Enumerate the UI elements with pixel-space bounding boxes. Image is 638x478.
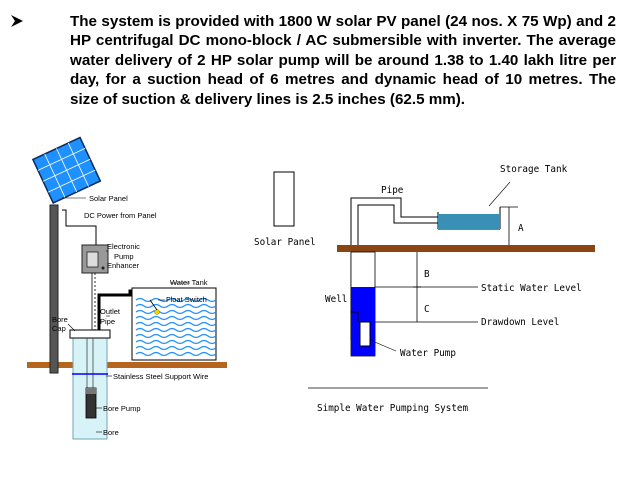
label-dc-power: DC Power from Panel bbox=[84, 211, 157, 220]
bore-cap bbox=[69, 329, 111, 339]
label-a: A bbox=[518, 223, 524, 234]
left-diagram: Solar Panel DC Power from Panel Electron… bbox=[27, 136, 227, 440]
label-well: Well bbox=[325, 294, 347, 305]
label-outlet-2: Pipe bbox=[100, 317, 115, 326]
label-b: B bbox=[424, 269, 430, 280]
label-bore-cap-2: Cap bbox=[52, 324, 66, 333]
description-paragraph: The system is provided with 1800 W solar… bbox=[70, 13, 616, 108]
label-float-switch: Float Switch bbox=[166, 295, 207, 304]
label-enhancer-1: Electronic bbox=[107, 242, 140, 251]
panel-pole bbox=[49, 204, 59, 374]
water-tank bbox=[131, 287, 217, 361]
diagram-caption: Simple Water Pumping System bbox=[317, 403, 469, 414]
label-drawdown-level: Drawdown Level bbox=[481, 317, 559, 328]
label-pipe: Pipe bbox=[381, 185, 404, 196]
solar-panel-box bbox=[273, 171, 295, 227]
arrowhead-bullet-icon bbox=[11, 15, 23, 27]
label-water-pump: Water Pump bbox=[400, 348, 456, 359]
right-diagram: Storage Tank Pipe Solar Panel A B C Well… bbox=[254, 164, 595, 414]
dc-cable bbox=[62, 209, 97, 250]
label-storage-tank: Storage Tank bbox=[500, 164, 568, 175]
label-outlet-1: Outlet bbox=[100, 307, 121, 316]
label-enhancer-3: Enhancer bbox=[107, 261, 140, 270]
water-pump-icon bbox=[359, 321, 371, 347]
label-static-water-level: Static Water Level bbox=[481, 283, 582, 294]
ground-bar bbox=[337, 245, 595, 252]
storage-tank bbox=[437, 207, 501, 230]
bore-shaft bbox=[72, 334, 108, 440]
float-switch-icon bbox=[154, 309, 160, 315]
label-bore-cap-1: Bore bbox=[52, 315, 68, 324]
label-enhancer-2: Pump bbox=[114, 252, 134, 261]
label-bore-pump: Bore Pump bbox=[103, 404, 141, 413]
solar-panel-icon bbox=[31, 136, 102, 204]
label-solar-panel: Solar Panel bbox=[89, 194, 128, 203]
label-c: C bbox=[424, 304, 430, 315]
label-solar-panel-right: Solar Panel bbox=[254, 237, 316, 248]
ground-bar bbox=[27, 362, 227, 368]
label-support-wire: Stainless Steel Support Wire bbox=[113, 372, 208, 381]
label-water-tank: Water Tank bbox=[170, 278, 208, 287]
label-bore: Bore bbox=[103, 428, 119, 437]
